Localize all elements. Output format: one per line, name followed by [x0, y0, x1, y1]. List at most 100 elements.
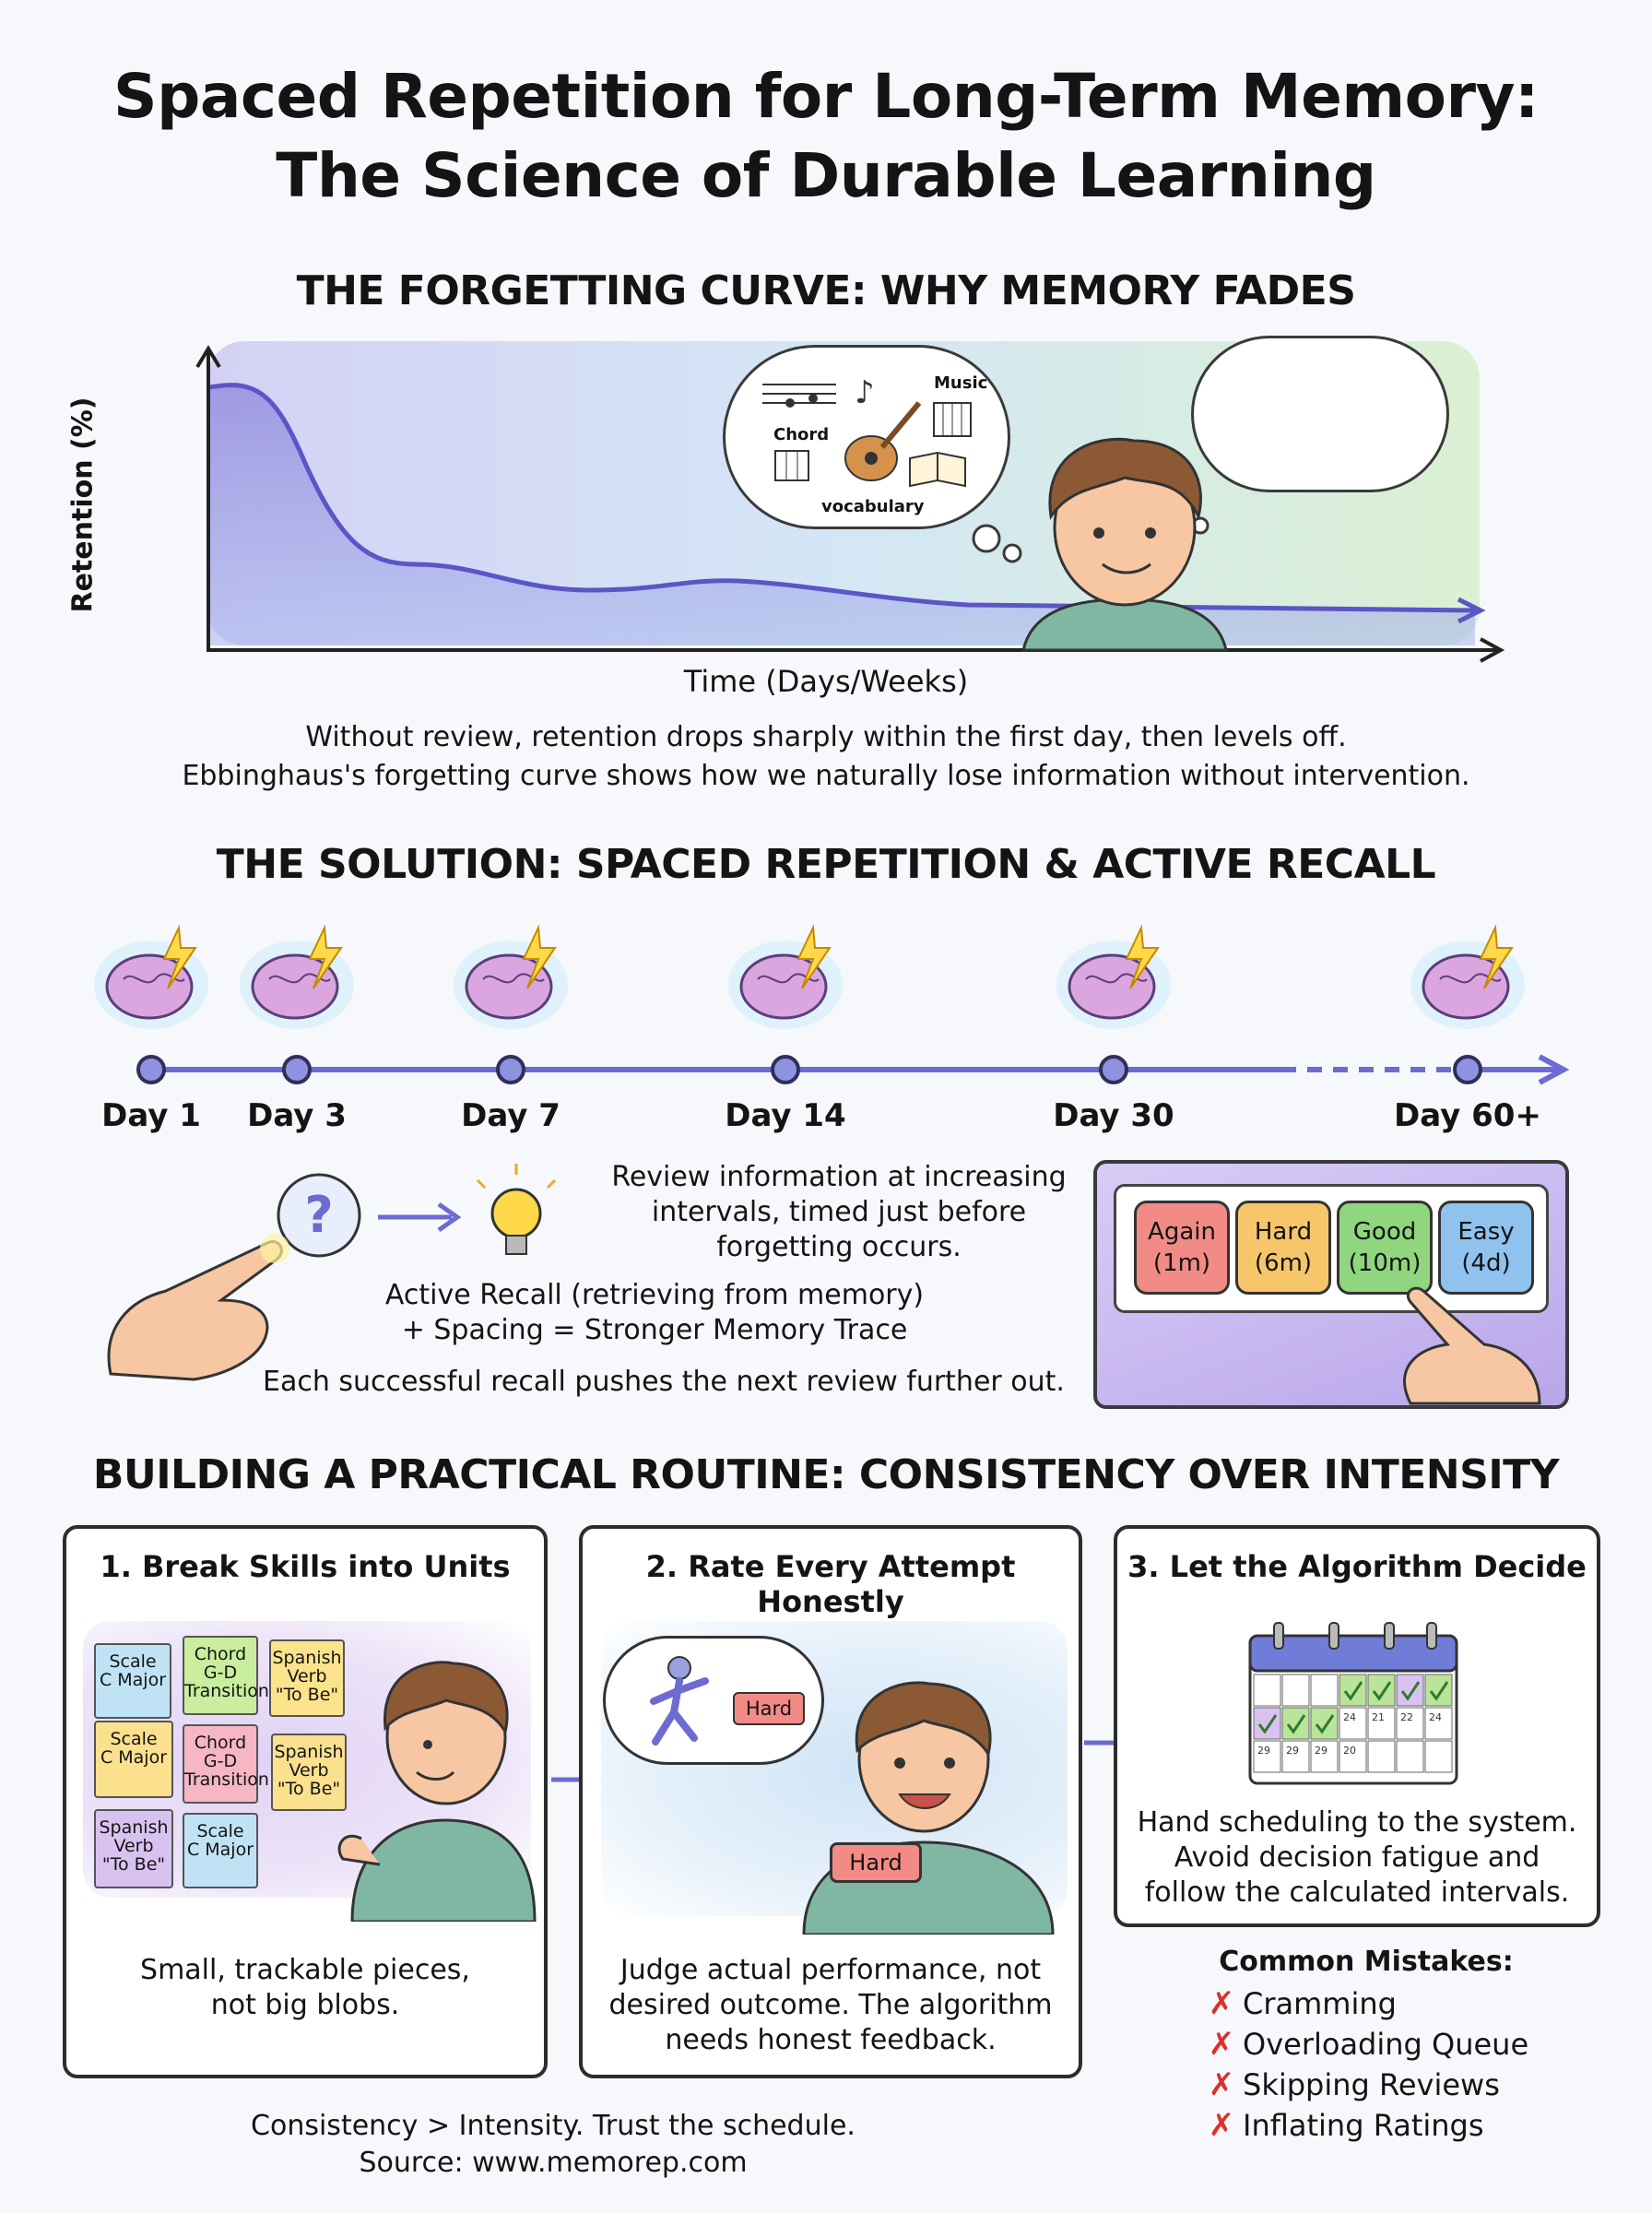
- calendar-day-number: 29: [1286, 1745, 1299, 1757]
- rating-panel: Again (1m) Hard(6m)Good(10m) Easy (4d): [1093, 1160, 1569, 1409]
- mistake-label: Inflating Ratings: [1243, 2108, 1484, 2143]
- check-icon: [1257, 1714, 1278, 1734]
- calendar-day-number: 24: [1343, 1711, 1356, 1723]
- timeline-arrow: [1538, 1054, 1570, 1085]
- check-icon: [1400, 1681, 1421, 1701]
- step-2-text-line: desired outcome. The algorithm: [608, 1989, 1053, 2021]
- sticky-note-line: "To Be": [277, 1779, 341, 1799]
- timeline-dot: [1099, 1055, 1128, 1084]
- timeline-day-label: Day 30: [1053, 1097, 1174, 1134]
- rating-label: Good: [1352, 1218, 1417, 1246]
- check-icon: [1286, 1714, 1306, 1734]
- sticky-note-line: Spanish: [99, 1817, 169, 1838]
- recall-text-line: Active Recall (retrieving from memory): [384, 1279, 925, 1311]
- sticky-note-line: Verb: [113, 1836, 154, 1856]
- calendar-cell: [1281, 1707, 1310, 1740]
- sticky-note-line: "To Be": [101, 1854, 166, 1875]
- sticky-note-line: Verb: [289, 1760, 329, 1781]
- mistake-label: Skipping Reviews: [1243, 2067, 1500, 2102]
- calendar-cell: [1396, 1707, 1424, 1740]
- page-title: Spaced Repetition for Long-Term Memory: …: [0, 57, 1652, 216]
- brain-icon: [1056, 924, 1171, 1029]
- timeline-day-label: Day 7: [461, 1097, 560, 1134]
- tapping-hand-icon: [1403, 1286, 1541, 1405]
- recall-text: Active Recall (retrieving from memory) +…: [360, 1278, 950, 1348]
- rating-interval: (1m): [1152, 1249, 1211, 1277]
- calendar-cell: [1310, 1674, 1339, 1707]
- retention-curve: [209, 383, 1476, 613]
- step-2-text-line: needs honest feedback.: [665, 2024, 997, 2056]
- sticky-note-line: C Major: [100, 1747, 168, 1768]
- rating-interval: (4d): [1461, 1249, 1511, 1277]
- thought-dot: [972, 524, 1001, 553]
- interval-text: Review information at increasing interva…: [590, 1160, 1088, 1265]
- attempt-thought-bubble: Hard: [603, 1636, 824, 1765]
- calendar-cell: [1424, 1707, 1453, 1740]
- step-3-text-line: Avoid decision fatigue and: [1174, 1841, 1540, 1874]
- sticky-note-line: G-D: [203, 1751, 238, 1771]
- rating-label: Easy: [1457, 1218, 1515, 1246]
- footer-tagline: Consistency > Intensity. Trust the sched…: [251, 2110, 856, 2142]
- mistake-item: ✗Skipping Reviews: [1200, 2065, 1606, 2105]
- music-icons: ♪: [762, 374, 972, 488]
- routine-heading: BUILDING A PRACTICAL ROUTINE: CONSISTENC…: [92, 1451, 1560, 1498]
- calendar-cell: [1310, 1707, 1339, 1740]
- mistake-item: ✗Cramming: [1200, 1983, 1606, 2024]
- thought-dot: [1002, 543, 1022, 563]
- sticky-note-line: Chord: [194, 1733, 247, 1753]
- bubble-label-vocabulary: vocabulary: [821, 497, 925, 516]
- forgetting-curve-heading: THE FORGETTING CURVE: WHY MEMORY FADES: [296, 267, 1356, 314]
- sticky-note-line: Scale: [196, 1821, 244, 1841]
- timeline-day-label: Day 14: [725, 1097, 846, 1134]
- solution-heading: THE SOLUTION: SPACED REPETITION & ACTIVE…: [216, 841, 1436, 888]
- calendar-day-number: 22: [1400, 1711, 1413, 1723]
- rating-label: Again: [1148, 1218, 1216, 1246]
- sticky-note-line: Spanish: [272, 1648, 342, 1668]
- check-icon: [1315, 1714, 1335, 1734]
- push-text: Each successful recall pushes the next r…: [263, 1366, 1065, 1398]
- step-2-text-line: Judge actual performance, not: [620, 1954, 1042, 1986]
- calendar-cell: [1424, 1674, 1453, 1707]
- cross-icon: ✗: [1208, 2026, 1235, 2063]
- card-hard-tag: Hard: [830, 1842, 922, 1883]
- step-3-title: 3. Let the Algorithm Decide: [1127, 1549, 1587, 1584]
- brain-icon: [94, 924, 208, 1029]
- step-1-text: Small, trackable pieces, not big blobs.: [66, 1953, 544, 2023]
- brain-icon: [454, 924, 568, 1029]
- music-staff-icon: [762, 384, 836, 408]
- pointing-hand-icon: [107, 1234, 289, 1381]
- rating-button-again[interactable]: Again (1m): [1134, 1201, 1230, 1295]
- step-1-text-line: not big blobs.: [210, 1989, 400, 2021]
- empty-thought-bubble: [1191, 336, 1449, 492]
- rating-button-good[interactable]: Good(10m): [1337, 1201, 1433, 1295]
- sticky-note-line: Scale: [110, 1729, 158, 1749]
- mistake-label: Cramming: [1243, 1986, 1397, 2021]
- calendar-day-number: 24: [1429, 1711, 1442, 1723]
- cross-icon: ✗: [1208, 2107, 1235, 2144]
- brain-icon: [1410, 924, 1525, 1029]
- sticky-note-line: G-D: [203, 1663, 238, 1683]
- rating-button-easy[interactable]: Easy (4d): [1438, 1201, 1534, 1295]
- sticky-note-line: Chord: [194, 1644, 247, 1664]
- title-line-1: Spaced Repetition for Long-Term Memory:: [113, 61, 1539, 132]
- step-3-text: Hand scheduling to the system. Avoid dec…: [1117, 1805, 1597, 1911]
- chord-grid-icon: [774, 402, 972, 481]
- step-3-text-line: Hand scheduling to the system.: [1137, 1806, 1577, 1839]
- calendar-cell: [1339, 1707, 1367, 1740]
- calendar-cell: [1253, 1674, 1281, 1707]
- rating-interval: (6m): [1254, 1249, 1313, 1277]
- boy-illustration: [1021, 437, 1228, 652]
- calendar-cell: [1367, 1674, 1396, 1707]
- mistake-item: ✗Overloading Queue: [1200, 2024, 1606, 2065]
- x-axis-label: Time (Days/Weeks): [683, 664, 969, 699]
- cross-icon: ✗: [1208, 1985, 1235, 2022]
- recall-text-line: + Spacing = Stronger Memory Trace: [401, 1314, 908, 1346]
- sticky-note-line: C Major: [186, 1840, 254, 1860]
- rating-button-hard[interactable]: Hard(6m): [1235, 1201, 1331, 1295]
- memory-thought-bubble: Music Chord vocabulary ♪: [723, 345, 1010, 529]
